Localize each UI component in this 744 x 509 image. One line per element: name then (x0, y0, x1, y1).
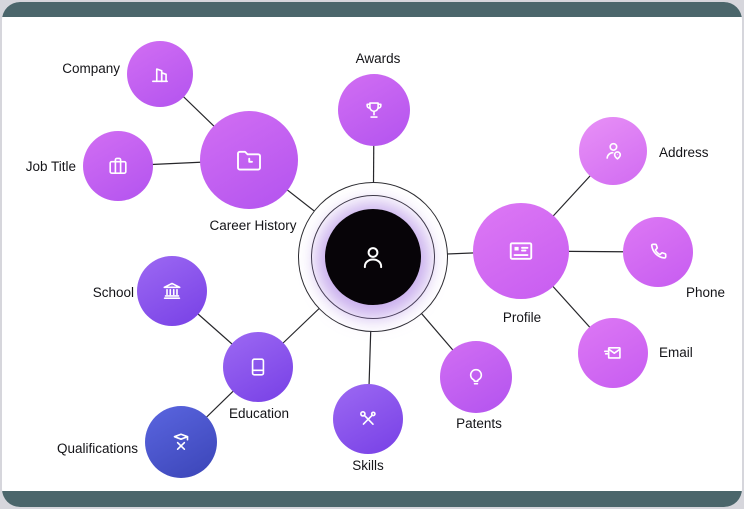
node-awards[interactable] (338, 74, 410, 146)
node-profile[interactable] (473, 203, 569, 299)
node-label-awards: Awards (355, 51, 401, 66)
node-label-address: Address (659, 145, 709, 160)
node-label-school: School (92, 285, 134, 300)
bottom-section-band (2, 491, 742, 507)
node-label-education: Education (228, 406, 290, 421)
person-pin-icon (606, 142, 622, 160)
center-node[interactable] (298, 182, 448, 332)
node-email[interactable] (578, 318, 648, 388)
node-label-email: Email (659, 345, 693, 360)
node-address[interactable] (579, 117, 647, 185)
node-phone[interactable] (623, 217, 693, 287)
node-label-patents: Patents (456, 416, 502, 431)
center-core (325, 209, 421, 305)
phone-icon (650, 243, 667, 259)
top-section-band (2, 2, 742, 17)
briefcase-icon (109, 157, 127, 174)
node-school[interactable] (137, 256, 207, 326)
folder-history-icon (237, 150, 261, 171)
university-icon (163, 282, 181, 299)
contact-card-icon (509, 242, 533, 260)
graduate-icon (173, 433, 189, 450)
lightbulb-icon (469, 368, 483, 385)
email-send-icon (603, 346, 621, 359)
node-label-job-title: Job Title (25, 159, 76, 174)
node-label-skills: Skills (352, 458, 384, 473)
book-icon (251, 358, 265, 376)
node-skills[interactable] (333, 384, 403, 454)
node-label-phone: Phone (686, 285, 726, 300)
node-education[interactable] (223, 332, 293, 402)
trophy-icon (366, 102, 382, 118)
inner-ring (311, 195, 435, 319)
node-label-career-history: Career History (209, 218, 297, 233)
person-icon (363, 247, 383, 269)
node-career-history[interactable] (200, 111, 298, 209)
tools-icon (360, 411, 376, 426)
node-qualifications[interactable] (145, 406, 217, 478)
node-patents[interactable] (440, 341, 512, 413)
node-label-qualifications: Qualifications (56, 441, 138, 456)
node-label-profile: Profile (502, 310, 542, 325)
node-label-company: Company (62, 61, 120, 76)
node-job-title[interactable] (83, 131, 153, 201)
node-company[interactable] (127, 41, 193, 107)
building-icon (152, 68, 168, 83)
